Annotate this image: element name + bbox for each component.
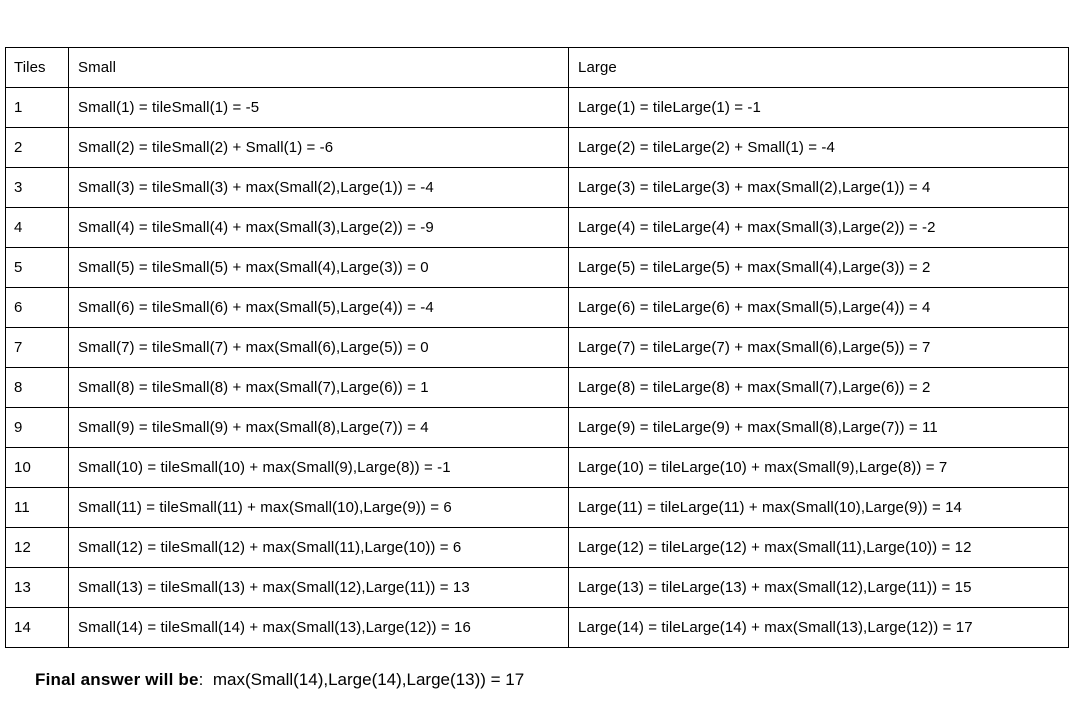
final-answer-formula: max(Small(14),Large(14),Large(13)) = 17 — [212, 670, 525, 689]
large-formula-cell: Large(9) = tileLarge(9) + max(Small(8),L… — [568, 407, 1069, 448]
large-formula-cell: Large(5) = tileLarge(5) + max(Small(4),L… — [568, 247, 1069, 288]
large-formula-cell: Large(6) = tileLarge(6) + max(Small(5),L… — [568, 287, 1069, 328]
small-formula-cell: Small(10) = tileSmall(10) + max(Small(9)… — [68, 447, 569, 488]
large-formula-cell: Large(13) = tileLarge(13) + max(Small(12… — [568, 567, 1069, 608]
small-formula-cell: Small(13) = tileSmall(13) + max(Small(12… — [68, 567, 569, 608]
small-formula-cell: Small(4) = tileSmall(4) + max(Small(3),L… — [68, 207, 569, 248]
tile-number-cell: 7 — [5, 327, 69, 368]
small-formula-cell: Small(2) = tileSmall(2) + Small(1) = -6 — [68, 127, 569, 168]
tile-number-cell: 6 — [5, 287, 69, 328]
column-header-large: Large — [568, 47, 1069, 88]
tile-number-cell: 9 — [5, 407, 69, 448]
small-formula-cell: Small(9) = tileSmall(9) + max(Small(8),L… — [68, 407, 569, 448]
large-formula-cell: Large(10) = tileLarge(10) + max(Small(9)… — [568, 447, 1069, 488]
final-answer-separator: : — [198, 670, 213, 689]
small-formula-cell: Small(6) = tileSmall(6) + max(Small(5),L… — [68, 287, 569, 328]
large-formula-cell: Large(7) = tileLarge(7) + max(Small(6),L… — [568, 327, 1069, 368]
column-header-tiles: Tiles — [5, 47, 69, 88]
final-answer-line: Final answer will be: max(Small(14),Larg… — [35, 670, 524, 690]
small-formula-cell: Small(1) = tileSmall(1) = -5 — [68, 87, 569, 128]
column-header-small: Small — [68, 47, 569, 88]
large-formula-cell: Large(4) = tileLarge(4) + max(Small(3),L… — [568, 207, 1069, 248]
small-formula-cell: Small(14) = tileSmall(14) + max(Small(13… — [68, 607, 569, 648]
large-formula-cell: Large(2) = tileLarge(2) + Small(1) = -4 — [568, 127, 1069, 168]
large-formula-cell: Large(11) = tileLarge(11) + max(Small(10… — [568, 487, 1069, 528]
tile-number-cell: 1 — [5, 87, 69, 128]
tile-number-cell: 14 — [5, 607, 69, 648]
large-formula-cell: Large(8) = tileLarge(8) + max(Small(7),L… — [568, 367, 1069, 408]
tile-number-cell: 3 — [5, 167, 69, 208]
tile-number-cell: 5 — [5, 247, 69, 288]
large-formula-cell: Large(1) = tileLarge(1) = -1 — [568, 87, 1069, 128]
tile-number-cell: 8 — [5, 367, 69, 408]
final-answer-label: Final answer will be — [35, 670, 199, 689]
small-formula-cell: Small(7) = tileSmall(7) + max(Small(6),L… — [68, 327, 569, 368]
tile-number-cell: 12 — [5, 527, 69, 568]
small-formula-cell: Small(11) = tileSmall(11) + max(Small(10… — [68, 487, 569, 528]
tile-number-cell: 4 — [5, 207, 69, 248]
small-formula-cell: Small(5) = tileSmall(5) + max(Small(4),L… — [68, 247, 569, 288]
tile-number-cell: 13 — [5, 567, 69, 608]
large-formula-cell: Large(14) = tileLarge(14) + max(Small(13… — [568, 607, 1069, 648]
small-formula-cell: Small(12) = tileSmall(12) + max(Small(11… — [68, 527, 569, 568]
tile-number-cell: 2 — [5, 127, 69, 168]
small-formula-cell: Small(3) = tileSmall(3) + max(Small(2),L… — [68, 167, 569, 208]
large-formula-cell: Large(3) = tileLarge(3) + max(Small(2),L… — [568, 167, 1069, 208]
large-formula-cell: Large(12) = tileLarge(12) + max(Small(11… — [568, 527, 1069, 568]
tile-number-cell: 11 — [5, 487, 69, 528]
table-header-row: Tiles Small Large — [5, 47, 1069, 88]
tile-number-cell: 10 — [5, 447, 69, 488]
small-formula-cell: Small(8) = tileSmall(8) + max(Small(7),L… — [68, 367, 569, 408]
